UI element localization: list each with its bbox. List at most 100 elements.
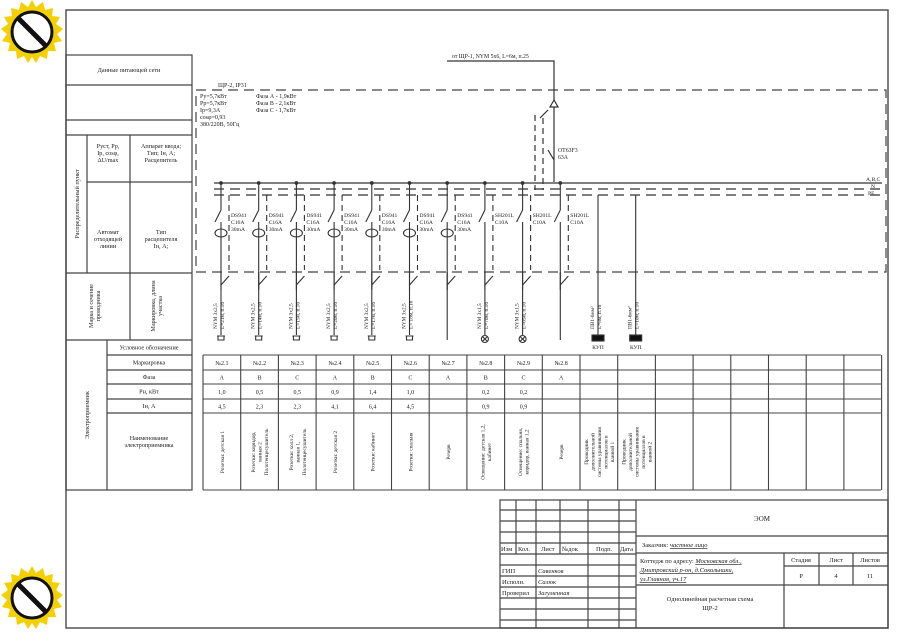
breaker-7 — [440, 181, 456, 290]
rcd-toroid — [402, 228, 417, 238]
cell-consumer-name: Резерв — [559, 444, 565, 460]
watermark-badge-top[interactable] — [0, 0, 64, 64]
breaker-type-line: DS941 — [420, 213, 436, 219]
breaker-type-line: C16A — [306, 220, 319, 226]
header-ndok: №док — [562, 546, 579, 553]
socket-icon — [217, 335, 225, 341]
cell-phase: В — [371, 376, 375, 382]
name-gip: Савенков — [538, 568, 564, 575]
breaker-contact — [252, 209, 260, 223]
cell-phase: С — [521, 376, 525, 382]
panel-param-3: Iр=9,3А — [200, 108, 221, 114]
cell-power: 0,2 — [482, 390, 490, 396]
neutral-link — [258, 275, 268, 286]
wire-brand-label-1: Марка и сечение — [88, 284, 95, 328]
row-label-current: Iн, А — [143, 403, 156, 410]
cable-3 — [292, 272, 301, 341]
breaker-contact — [365, 209, 373, 223]
cable-4 — [330, 272, 339, 341]
outgoing-breaker-label-3: линии — [100, 243, 117, 250]
object-value-1: Московская обл., — [694, 558, 742, 565]
table-grid — [202, 354, 883, 491]
cable-label: NYM 3х2,5 — [326, 303, 332, 329]
breaker-type-line: DS941 — [269, 213, 285, 219]
drawing-title-1: Однолинейная расчетная схема — [667, 596, 754, 603]
feeder-line — [447, 60, 560, 190]
cell-power: 1,4 — [369, 390, 377, 396]
breaker-contact — [214, 209, 222, 223]
cell-power: 0,2 — [520, 390, 528, 396]
row-label-power: Рн, кВт — [139, 389, 159, 396]
neutral-link — [220, 275, 230, 286]
release-type-label-1: Тип — [156, 229, 167, 236]
breaker-contact — [289, 209, 297, 223]
cell-consumer-name: ванной 1 — [609, 442, 616, 463]
name-ispoln: Салюк — [538, 579, 557, 586]
breaker-10 — [553, 181, 569, 290]
cable-label: L=17м, п.16 — [371, 302, 377, 329]
cell-marking: №2.8 — [555, 361, 568, 367]
cable-label: NYM 3х2,5 — [364, 303, 370, 329]
breaker-type-line: DS941 — [344, 213, 360, 219]
cell-consumer-name: системы уравнивания — [635, 426, 641, 477]
cell-power: 1,0 — [407, 390, 415, 396]
role-proveril: Проверил — [502, 590, 530, 597]
cable-6 — [405, 272, 414, 341]
header-kol: Кол. — [518, 546, 530, 553]
watermark-badge-bottom[interactable] — [0, 566, 64, 630]
cell-phase: С — [408, 376, 412, 382]
breaker-1 — [214, 181, 230, 290]
header-data: Дата — [620, 546, 633, 553]
panel-param-1: Ру=5,7кВт — [200, 94, 227, 100]
rcd-toroid — [252, 228, 266, 238]
breaker-type-line: C10A — [495, 220, 508, 226]
outgoing-breaker-label-2: отходящей — [94, 236, 123, 243]
phase-load-a: Фаза А - 1,9кВт — [256, 94, 297, 100]
breaker-type-line: SH201L — [533, 213, 553, 219]
sheet-label: Лист — [829, 557, 843, 564]
cable-2 — [254, 272, 263, 341]
panel-param-4: cosφ=0,93 — [200, 115, 225, 121]
kup-label: КУП — [630, 345, 641, 351]
breaker-type-line: 30mA — [382, 227, 396, 233]
consumer-name-label-2: электроприемника — [125, 442, 174, 449]
rcd-toroid — [440, 228, 454, 238]
cell-marking: №2.4 — [328, 361, 341, 367]
cell-consumer-name: Розетки: холл 2, — [289, 433, 295, 470]
cell-marking: №2.7 — [441, 361, 454, 367]
rcd-toroid — [214, 228, 228, 238]
name-proveril: Загуменная — [538, 590, 569, 597]
left-header-text: Данные питающей сети Руст, Рр, Iр, cosφ,… — [74, 67, 181, 449]
breaker-9 — [516, 181, 532, 290]
cell-consumer-name: ванной 2 — [647, 442, 654, 463]
breaker-type-line: C16A — [457, 220, 470, 226]
cell-consumer-name: Проводник — [584, 439, 590, 465]
cell-marking: №2.9 — [517, 361, 530, 367]
cell-consumer-name: Розетки: кабинет — [370, 432, 377, 472]
breaker-type-line: C16A — [382, 220, 395, 226]
breaker-contact — [553, 209, 561, 223]
cell-current: 4,5 — [407, 405, 415, 411]
cell-phase: В — [258, 376, 262, 382]
sheet-value: 4 — [834, 573, 838, 580]
cell-marking: №2.3 — [291, 361, 304, 367]
header-list: Лист — [541, 546, 555, 553]
project-code: ЭОМ — [754, 515, 771, 523]
object-label: Коттедж по адресу: — [640, 558, 695, 565]
inputs-label-3: ΔU/max — [98, 157, 120, 164]
cell-current: 0,9 — [520, 405, 528, 411]
rcd-toroid — [327, 228, 341, 238]
cell-marking: №2.8 — [479, 361, 492, 367]
cable-label: NYM 3х1,5 — [477, 303, 483, 329]
panel-info: ЩР-2, IP31 Ру=5,7кВт Рр=5,7кВт Iр=9,3А c… — [200, 83, 297, 128]
cell-marking: №2.2 — [253, 361, 266, 367]
cable-label: NYM 3х2,5 — [402, 303, 408, 329]
title-block — [499, 499, 889, 629]
left-header-table — [65, 54, 193, 491]
